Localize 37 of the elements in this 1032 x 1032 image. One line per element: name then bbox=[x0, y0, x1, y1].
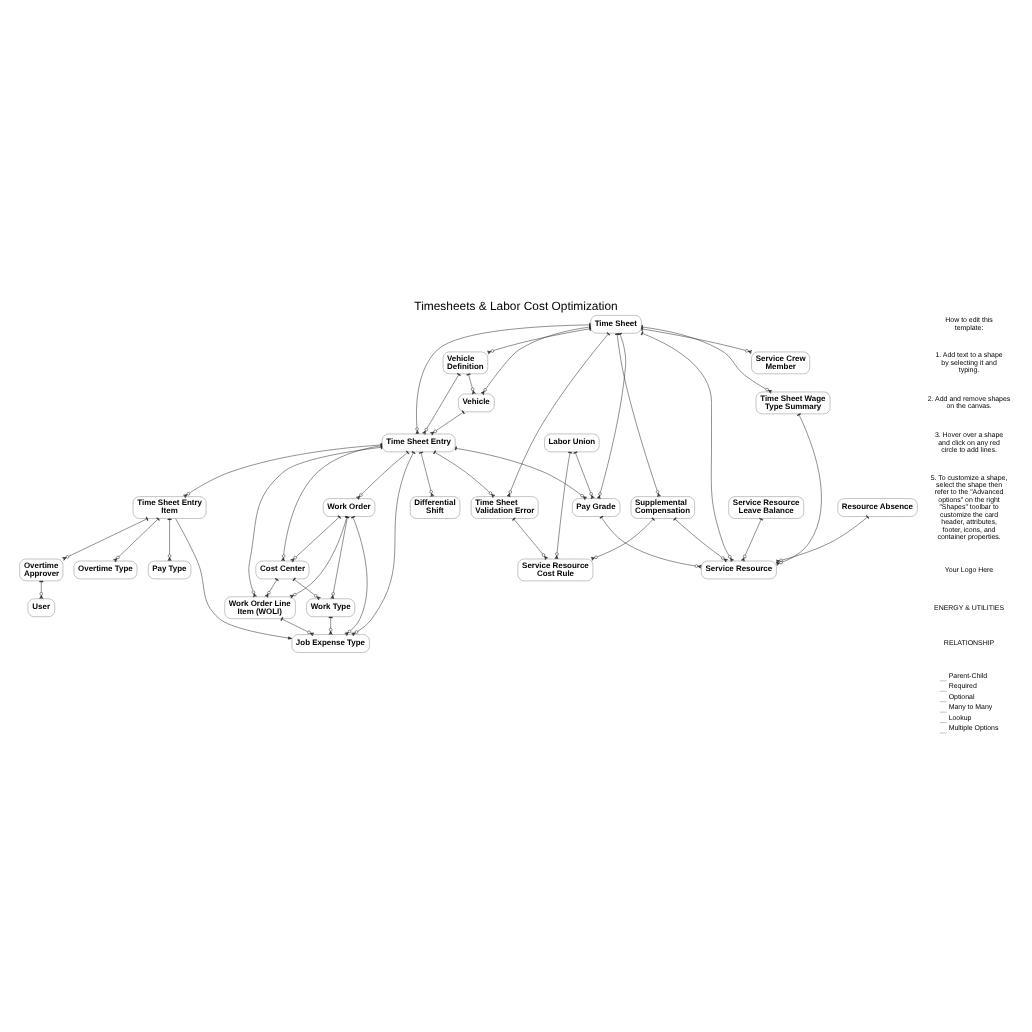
connector bbox=[775, 514, 870, 563]
connector bbox=[599, 514, 702, 568]
arrow bbox=[175, 517, 293, 639]
connector bbox=[640, 330, 734, 561]
connector bbox=[433, 449, 496, 497]
connector bbox=[280, 616, 315, 636]
connector bbox=[419, 450, 435, 497]
connector bbox=[183, 442, 383, 497]
connector bbox=[356, 449, 410, 499]
connector bbox=[248, 444, 383, 597]
connector bbox=[62, 515, 149, 560]
connector bbox=[455, 445, 588, 500]
connector bbox=[330, 515, 350, 599]
connector bbox=[741, 516, 764, 561]
connector bbox=[615, 332, 661, 497]
connector bbox=[506, 331, 611, 497]
connector bbox=[39, 579, 44, 598]
connector bbox=[167, 517, 172, 561]
connector bbox=[512, 516, 549, 560]
connector bbox=[430, 409, 465, 435]
connector bbox=[554, 450, 573, 559]
connector bbox=[673, 516, 728, 562]
connector bbox=[292, 576, 321, 600]
connector bbox=[573, 450, 595, 499]
connector bbox=[466, 372, 476, 394]
connector bbox=[289, 515, 349, 598]
connector bbox=[775, 412, 822, 565]
connector bbox=[590, 516, 655, 560]
connector bbox=[328, 615, 333, 634]
connector bbox=[281, 442, 383, 561]
connector bbox=[344, 515, 368, 635]
connector bbox=[113, 516, 160, 562]
connector bbox=[422, 372, 461, 434]
connector bbox=[351, 450, 416, 636]
connector bbox=[264, 577, 279, 597]
connector bbox=[596, 331, 626, 499]
connector bbox=[290, 514, 341, 562]
